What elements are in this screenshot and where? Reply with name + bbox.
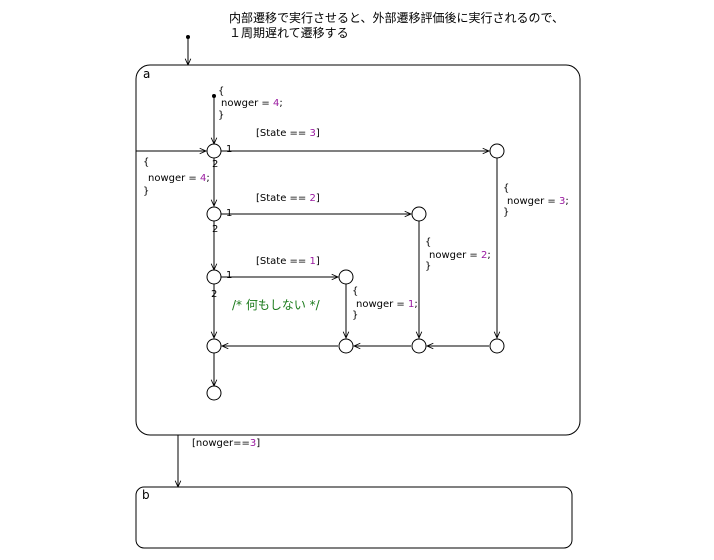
priority-j2-1: 1 <box>226 208 232 219</box>
priority-j1-2: 2 <box>212 159 218 170</box>
init-left-open: { <box>143 157 149 168</box>
init-top-action: nowger = 4; <box>221 98 283 109</box>
init-left-action: nowger = 4; <box>148 173 210 184</box>
condition-state-1: [State == 1] <box>256 256 320 267</box>
branch-2-action: nowger = 2; <box>429 250 491 261</box>
branch-3-action: nowger = 3; <box>507 196 569 207</box>
junction-branch-3[interactable] <box>489 143 505 159</box>
init-top-close: } <box>218 110 224 121</box>
note-line-1: 内部遷移で実行させると、外部遷移評価後に実行されるので、 <box>229 10 564 25</box>
state-a[interactable] <box>135 64 581 436</box>
branch-2-open: { <box>425 237 431 248</box>
state-a-label: a <box>143 67 150 81</box>
branch-1-close: } <box>352 310 358 321</box>
state-b-label: b <box>142 488 150 502</box>
junction-2[interactable] <box>206 206 222 222</box>
junction-branch-2[interactable] <box>411 206 427 222</box>
junction-merge-2[interactable] <box>411 338 427 354</box>
note-line-2: １周期遅れて遷移する <box>229 26 349 40</box>
condition-state-3: [State == 3] <box>256 128 320 139</box>
junction-merge-3[interactable] <box>489 338 505 354</box>
junction-merge-0[interactable] <box>206 338 222 354</box>
priority-j2-2: 2 <box>212 224 218 235</box>
junction-merge-1[interactable] <box>338 338 354 354</box>
junction-branch-1[interactable] <box>338 269 354 285</box>
init-top-open: { <box>218 86 224 97</box>
branch-2-close: } <box>425 261 431 272</box>
junction-terminal[interactable] <box>206 385 222 401</box>
branch-1-open: { <box>352 286 358 297</box>
state-b[interactable] <box>135 486 573 549</box>
do-nothing-comment: /* 何もしない */ <box>232 298 321 312</box>
condition-state-2: [State == 2] <box>256 193 320 204</box>
init-left-close: } <box>143 186 149 197</box>
branch-3-open: { <box>503 183 509 194</box>
exit-condition: [nowger==3] <box>192 438 260 449</box>
junction-1[interactable] <box>206 143 222 159</box>
branch-3-close: } <box>503 207 509 218</box>
junction-3[interactable] <box>206 269 222 285</box>
priority-j3-1: 1 <box>226 270 232 281</box>
branch-1-action: nowger = 1; <box>356 299 418 310</box>
priority-j1-1: 1 <box>226 144 232 155</box>
